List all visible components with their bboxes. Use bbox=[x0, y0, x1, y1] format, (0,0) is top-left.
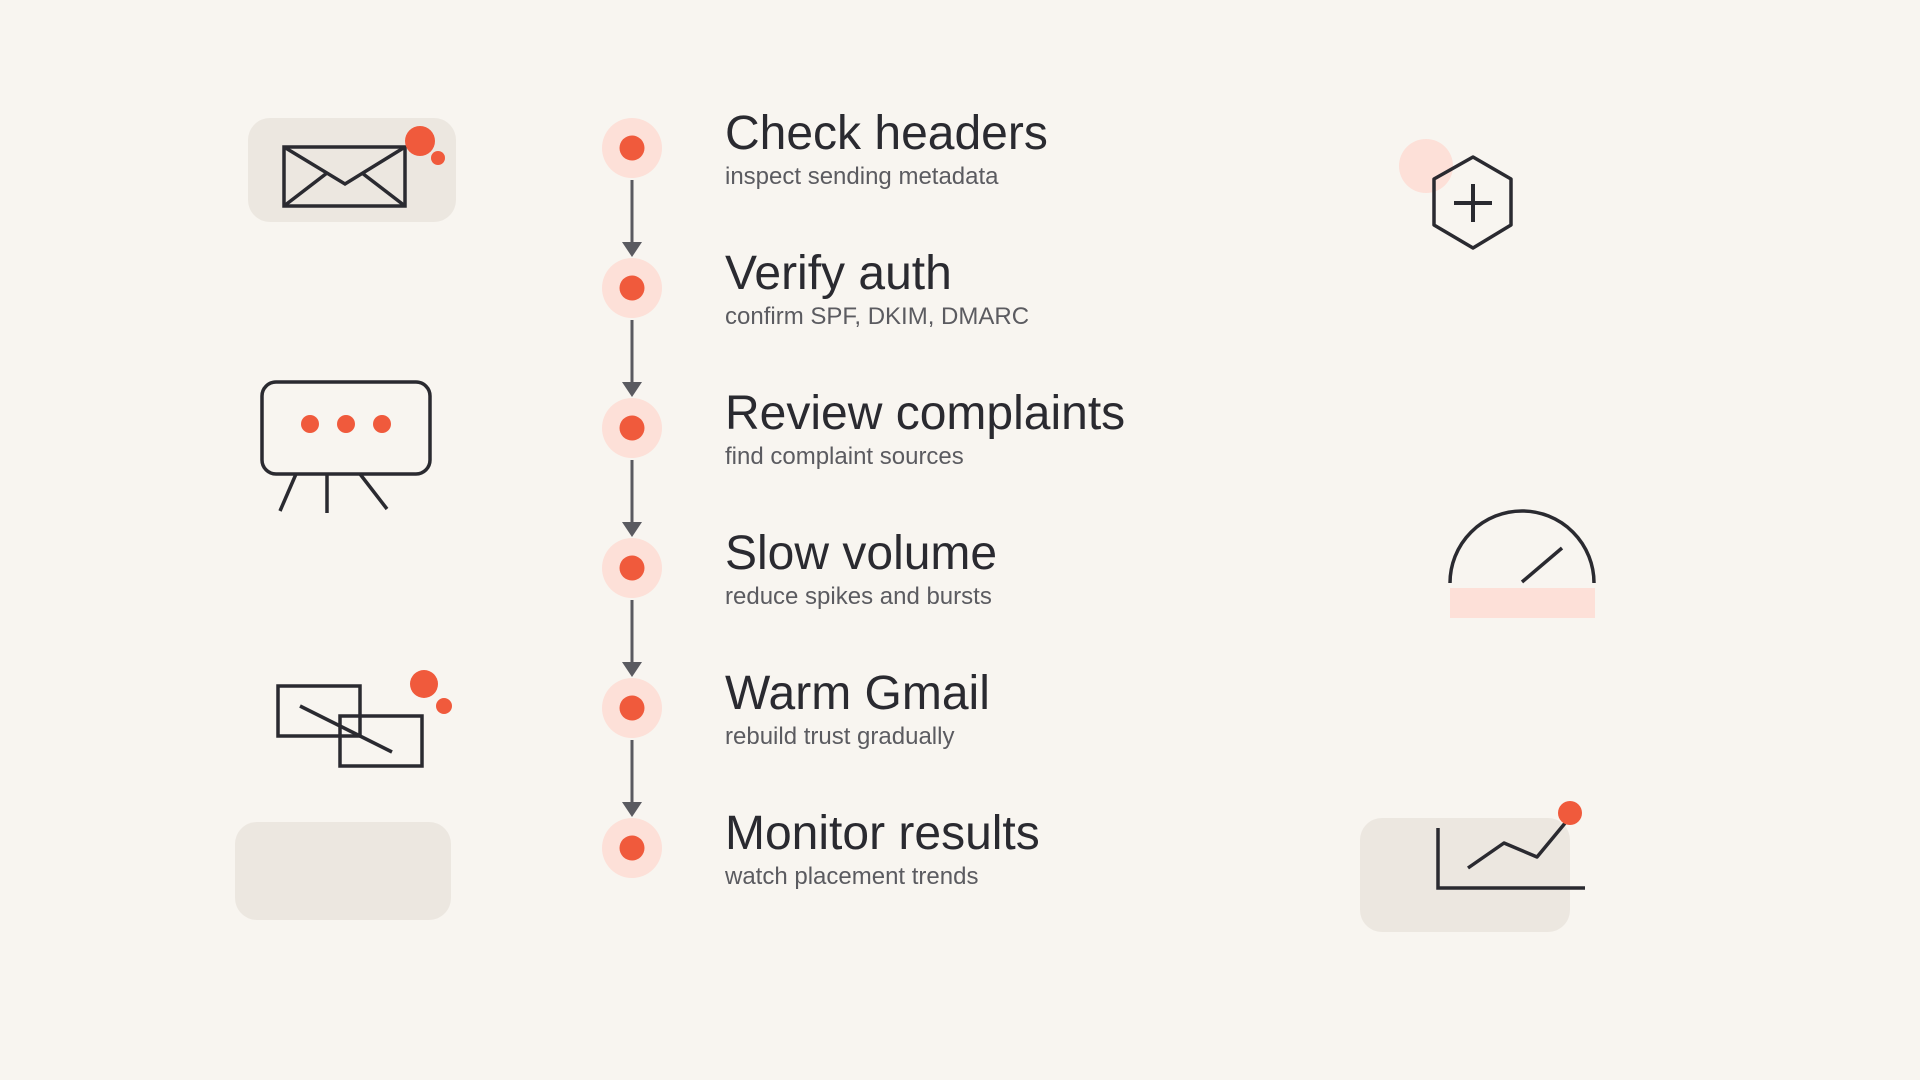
step-node-4 bbox=[602, 538, 662, 598]
step-node-2 bbox=[602, 258, 662, 318]
step-title: Verify auth bbox=[725, 247, 952, 300]
step-description: confirm SPF, DKIM, DMARC bbox=[725, 303, 1030, 330]
step-node-1 bbox=[602, 118, 662, 178]
step-title: Check headers bbox=[725, 107, 1048, 160]
step-description: reduce spikes and bursts bbox=[725, 583, 992, 610]
step-description: inspect sending metadata bbox=[725, 163, 999, 190]
step-1: Check headers inspect sending metadata bbox=[725, 106, 1425, 192]
step-5: Warm Gmail rebuild trust gradually bbox=[725, 666, 1425, 752]
step-arrow-5 bbox=[622, 740, 642, 817]
step-title: Review complaints bbox=[725, 387, 1126, 440]
step-6: Monitor results watch placement trends bbox=[725, 806, 1425, 892]
step-title: Slow volume bbox=[725, 527, 998, 580]
step-arrow-1 bbox=[622, 180, 642, 257]
step-arrow-2 bbox=[622, 320, 642, 397]
step-node-6 bbox=[602, 818, 662, 878]
step-description: find complaint sources bbox=[725, 443, 964, 470]
step-description: rebuild trust gradually bbox=[725, 723, 955, 750]
step-title: Warm Gmail bbox=[725, 667, 990, 720]
step-title: Monitor results bbox=[725, 807, 1040, 860]
step-node-3 bbox=[602, 398, 662, 458]
step-3: Review complaints find complaint sources bbox=[725, 386, 1425, 472]
step-2: Verify auth confirm SPF, DKIM, DMARC bbox=[725, 246, 1425, 332]
step-description: watch placement trends bbox=[725, 863, 979, 890]
step-4: Slow volume reduce spikes and bursts bbox=[725, 526, 1425, 612]
step-arrow-4 bbox=[622, 600, 642, 677]
step-arrow-3 bbox=[622, 460, 642, 537]
step-node-5 bbox=[602, 678, 662, 738]
